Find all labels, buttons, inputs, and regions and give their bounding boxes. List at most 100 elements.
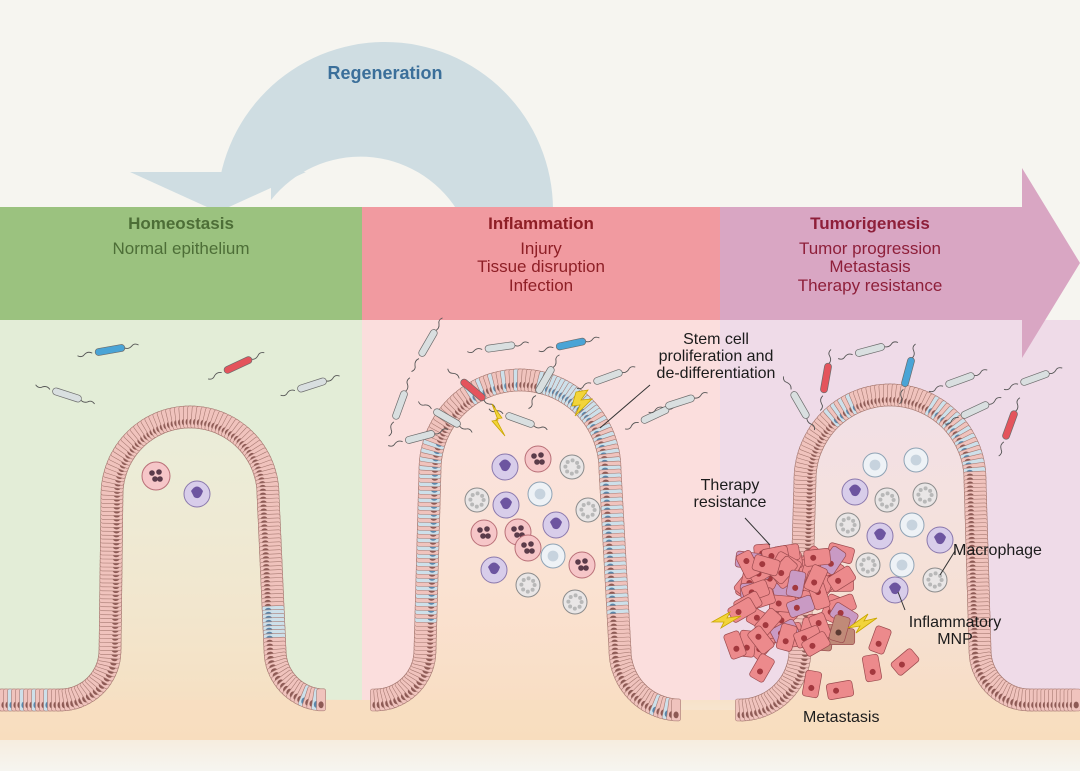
flagellum — [624, 421, 639, 430]
epithelial-cell — [1071, 688, 1080, 712]
cell-nucleus — [775, 600, 782, 607]
granule — [568, 604, 573, 609]
granule — [479, 502, 484, 507]
lightning-icon — [491, 403, 506, 437]
granule — [581, 512, 586, 517]
cell-body — [828, 614, 851, 644]
cell-nucleus — [898, 661, 905, 668]
cell-nucleus — [934, 532, 946, 545]
cell-nucleus — [500, 497, 512, 510]
metastatic-cell — [727, 597, 757, 623]
bacterium-body — [820, 362, 832, 394]
cell-nucleus — [811, 579, 818, 586]
cell-body — [749, 653, 775, 683]
bacterium — [280, 375, 340, 397]
granule — [926, 577, 931, 582]
immune-cells — [141, 445, 954, 615]
granule — [570, 458, 575, 463]
cell-nucleus — [529, 548, 535, 554]
granule — [526, 576, 531, 581]
annotation-line: de-differentiation — [656, 364, 776, 382]
neutrophil — [514, 534, 542, 562]
cell-body — [803, 564, 828, 594]
flagellum — [648, 406, 664, 414]
bacterium-body — [52, 387, 82, 403]
tumor-cluster — [723, 542, 920, 701]
granule — [841, 527, 846, 532]
cell-body — [470, 519, 498, 547]
granule — [880, 493, 885, 498]
cell-nucleus — [808, 684, 815, 691]
stage-line: Metastasis — [829, 257, 911, 277]
immune-cell — [903, 447, 929, 473]
cell-nucleus — [889, 582, 901, 595]
cell-nucleus — [849, 484, 861, 497]
stage-line: Tissue disruption — [477, 257, 605, 277]
granule — [839, 522, 844, 527]
metastatic-cell — [749, 653, 775, 683]
cell-body — [868, 625, 892, 655]
bacterium — [411, 317, 443, 372]
granule — [890, 493, 895, 498]
flagellum — [404, 377, 411, 393]
cell-body — [861, 653, 883, 683]
cell-nucleus — [869, 668, 876, 675]
bacterium-body — [945, 372, 975, 388]
bacterium — [1003, 367, 1063, 391]
tumor-cell — [827, 565, 856, 592]
neutrophil — [524, 445, 552, 473]
flagellum — [899, 389, 904, 405]
annotation-line: MNP — [937, 630, 973, 648]
cell-body — [514, 534, 542, 562]
granule — [918, 488, 923, 493]
bacterium-body — [460, 378, 486, 402]
annotation-line: Inflammatory — [908, 614, 1002, 631]
flagellum — [123, 343, 139, 349]
granule — [568, 595, 573, 600]
bacterium — [576, 366, 636, 390]
cell-nucleus — [583, 565, 589, 571]
macrophage — [874, 487, 900, 513]
granule — [481, 498, 486, 502]
cell-nucleus — [191, 486, 203, 499]
inflammation-column: Inflammation Injury Tissue disruption In… — [362, 214, 720, 296]
granule — [590, 512, 595, 517]
flagellum — [35, 384, 51, 390]
granule — [889, 502, 894, 507]
flagellum — [458, 424, 473, 433]
cell-body — [825, 679, 855, 701]
granule — [850, 527, 855, 532]
cell-nucleus — [484, 526, 490, 532]
flagellum — [928, 385, 944, 393]
granule — [574, 469, 579, 474]
flagellum — [987, 397, 1002, 405]
stage-title-inflammation: Inflammation — [488, 214, 594, 233]
cell-nucleus — [673, 711, 679, 719]
inflammatory-mnp — [491, 453, 519, 481]
cell-nucleus — [575, 559, 581, 565]
granule — [918, 497, 923, 502]
macrophage-annotation: Macrophage — [953, 542, 1042, 559]
cell-nucleus — [157, 476, 163, 482]
cell-nucleus — [801, 635, 808, 642]
lightning-icon — [571, 389, 594, 417]
flagellum — [528, 395, 537, 409]
granule — [859, 562, 864, 567]
flagellum — [998, 441, 1005, 457]
cell-nucleus — [757, 668, 763, 675]
granule — [576, 465, 581, 469]
granule — [519, 582, 524, 587]
cell-nucleus — [753, 614, 760, 621]
metastatic-cell — [723, 630, 747, 660]
cell-nucleus — [518, 525, 524, 531]
bacterium-body — [433, 408, 461, 428]
cell-body — [723, 630, 747, 660]
immune-cell — [527, 481, 553, 507]
cell-nucleus — [534, 488, 546, 500]
cell-body — [827, 565, 856, 592]
granule — [565, 469, 570, 474]
flagellum — [77, 351, 93, 358]
leader-therapy — [744, 517, 771, 546]
macrophage — [855, 552, 881, 578]
